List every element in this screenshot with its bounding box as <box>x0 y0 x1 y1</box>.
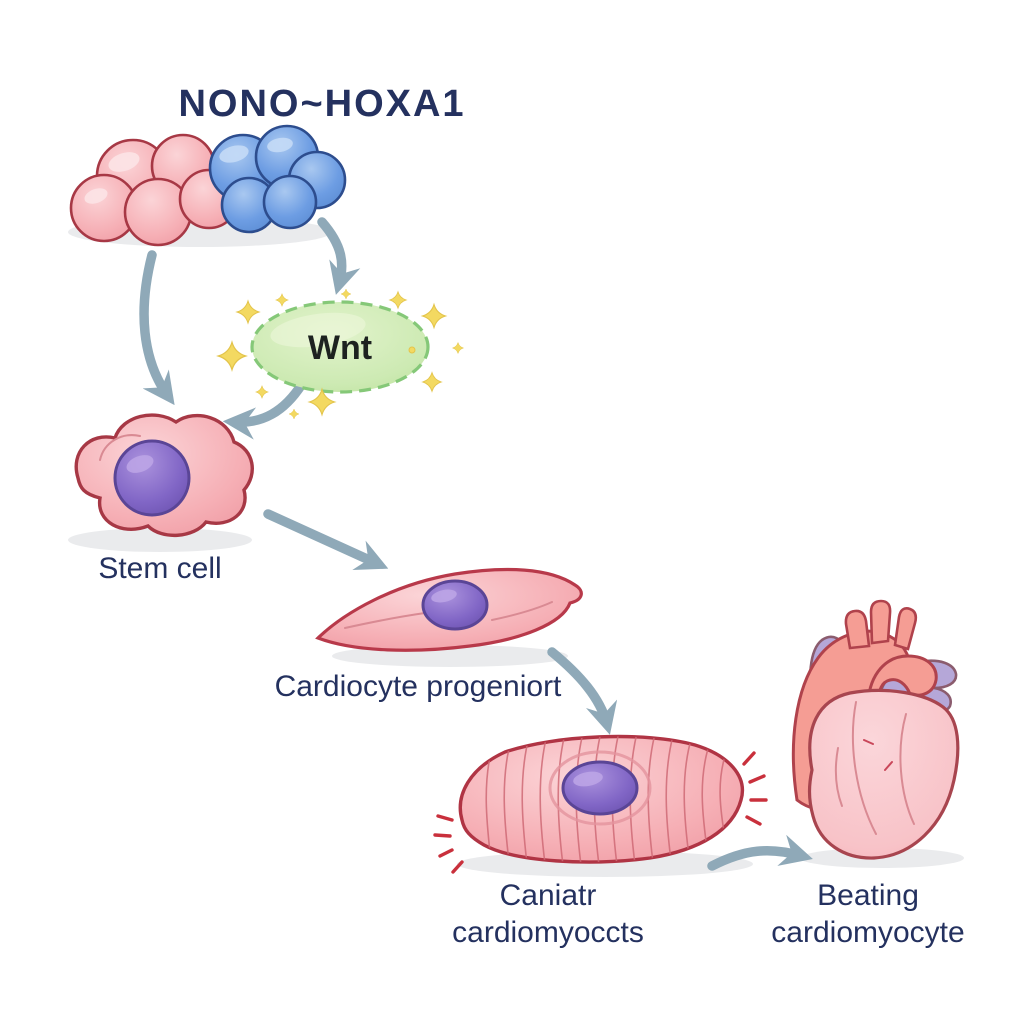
progenitor-nucleus <box>421 579 489 631</box>
stem-cell-nucleus <box>113 439 191 517</box>
progenitor-label: Cardiocyte progeniort <box>275 670 562 703</box>
flow-arrows <box>139 217 813 871</box>
sparkle-icon <box>217 288 464 420</box>
stem-cell-label: Stem cell <box>98 552 221 585</box>
beating-motion-lines <box>433 751 768 874</box>
stem-cell: Stem cell <box>74 413 254 585</box>
arrow-cluster-to-wnt <box>317 217 361 295</box>
heart-label-line2: cardiomyocyte <box>771 916 964 949</box>
arrow-cardiomyocyte-to-heart <box>707 834 813 871</box>
arrow-wnt-to-stem-cell <box>222 379 307 440</box>
cardiomyocyte-nucleus <box>561 760 639 816</box>
heart-ventricles <box>807 688 960 860</box>
cardiomyocyte-label-line2: cardiomyoccts <box>452 916 644 949</box>
heart-label-line1: Beating <box>817 879 919 912</box>
cardiocyte-progenitor: Cardiocyte progeniort <box>275 567 583 703</box>
arrow-cluster-to-stem-cell <box>139 250 175 406</box>
arrow-stem-to-progenitor <box>263 509 389 571</box>
cardiomyocyte: Caniatr cardiomyoccts <box>433 734 768 949</box>
beating-cardiomyocyte-heart: Beating cardiomyocyte <box>771 599 965 949</box>
wnt-label: Wnt <box>308 329 372 367</box>
wnt-signal: Wnt <box>217 288 464 420</box>
arrow-progenitor-to-cardiomyocyte <box>547 647 618 735</box>
stem-cell-shadow <box>68 528 252 552</box>
pink-cell-cluster <box>69 133 240 247</box>
blue-cell-cluster <box>208 124 347 234</box>
heart-aortic-arch <box>866 654 938 704</box>
heart-aorta-branches <box>844 599 918 651</box>
diagram-title: NONO~HOXA1 <box>178 83 465 125</box>
cardiomyocyte-label-line1: Caniatr <box>500 879 597 912</box>
